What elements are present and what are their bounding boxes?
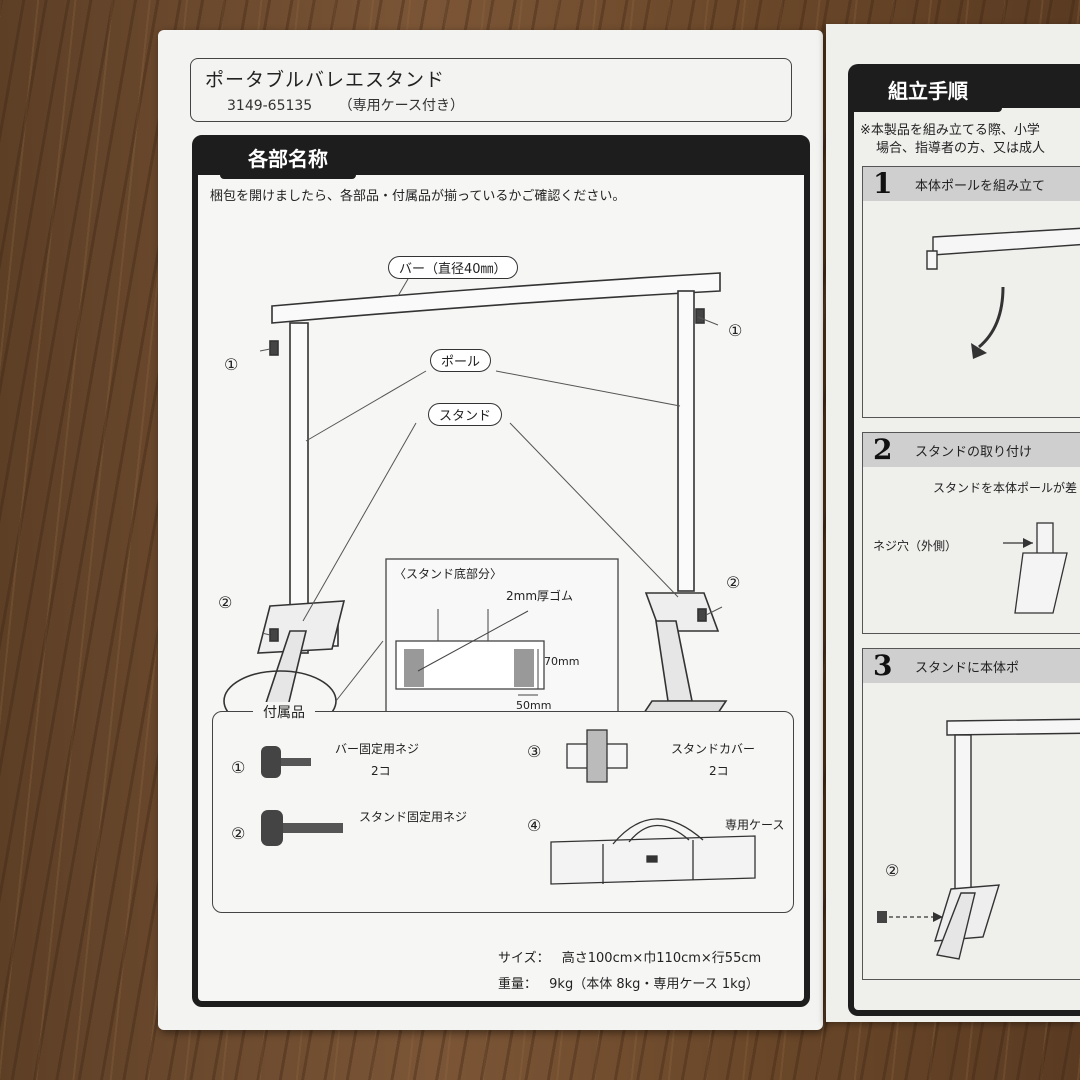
assembly-step-1: 1 本体ポールを組み立て (862, 166, 1080, 418)
detail-rubber-label: 2mm厚ゴム (506, 589, 574, 603)
step-2-text: スタンドの取り付け (915, 445, 1033, 460)
spec-weight-label: 重量： (498, 977, 538, 992)
step-1-bar (863, 167, 1080, 201)
accessories-box: 付属品 ① バー固定用ネジ 2コ ② スタンド固定用ネジ ③ スタンドカバ (212, 702, 794, 913)
callout-one-left: ① (224, 355, 239, 374)
step-3-number: 3 (873, 649, 893, 682)
detail-title: 〈スタンド底部分〉 (394, 567, 503, 581)
product-code: 3149-65135 (227, 98, 313, 114)
detail-height-label: 70mm (544, 655, 580, 668)
acc-item-4-num: ④ (527, 816, 542, 835)
parts-intro-text: 梱包を開けましたら、各部品・付属品が揃っているかご確認ください。 (210, 189, 626, 204)
detail-width-label: 50mm (516, 699, 552, 712)
parts-section: 各部名称 梱包を開けましたら、各部品・付属品が揃っているかご確認ください。 (192, 135, 810, 1007)
step-2-desc: スタンドを本体ポールが差 (933, 481, 1078, 495)
acc-item-2-num: ② (231, 824, 246, 843)
assembly-note: ※本製品を組み立てる際、小学 場合、指導者の方、又は成人 (860, 122, 1045, 158)
step-2-hole-label: ネジ穴（外側） (873, 539, 958, 553)
product-title-box: ポータブルバレエスタンド 3149-65135 （専用ケース付き） (190, 58, 792, 122)
product-case-note: （専用ケース付き） (338, 98, 464, 114)
parts-section-heading: 各部名称 (220, 141, 356, 179)
spec-size-label: サイズ： (498, 951, 550, 966)
stand-cover-icon (566, 729, 628, 783)
callout-two-right: ② (726, 573, 741, 592)
assembly-note-line2: 場合、指導者の方、又は成人 (876, 141, 1046, 156)
step-3-illustration (877, 718, 1080, 960)
assembly-note-line1: ※本製品を組み立てる際、小学 (860, 123, 1040, 138)
step-2-number: 2 (873, 433, 893, 466)
step-1-illustration (926, 227, 1080, 359)
step-3-bar (863, 649, 1080, 683)
assembly-heading: 組立手順 (854, 70, 1002, 112)
step-3-callout-two: ② (885, 861, 900, 880)
acc-item-4-name: 専用ケース (725, 818, 785, 832)
spec-size: サイズ： 高さ100cm×巾110cm×行55cm (498, 947, 761, 966)
acc-item-3-num: ③ (527, 742, 542, 761)
step-2-bar (863, 433, 1080, 467)
acc-item-1-qty: 2コ (371, 764, 391, 778)
instruction-sheet-right: 組立手順 ※本製品を組み立てる際、小学 場合、指導者の方、又は成人 1 本体ポー… (826, 24, 1080, 1022)
acc-item-2-name: スタンド固定用ネジ (359, 810, 468, 824)
callout-two-left: ② (218, 593, 233, 612)
step-3-text: スタンドに本体ポ (915, 661, 1020, 676)
spec-weight: 重量： 9kg（本体 8kg・専用ケース 1kg） (498, 973, 759, 992)
spec-weight-value: 9kg（本体 8kg・専用ケース 1kg） (549, 977, 759, 992)
product-title: ポータブルバレエスタンド (205, 69, 446, 91)
instruction-sheet-left: ポータブルバレエスタンド 3149-65135 （専用ケース付き） 各部名称 梱… (158, 30, 823, 1030)
assembly-section: 組立手順 ※本製品を組み立てる際、小学 場合、指導者の方、又は成人 1 本体ポー… (848, 64, 1080, 1016)
carry-case-icon (550, 818, 756, 885)
acc-item-3-qty: 2コ (709, 764, 729, 778)
bar-label: バー（直径40㎜） (388, 256, 518, 279)
acc-item-3-name: スタンドカバー (671, 742, 756, 756)
step-1-text: 本体ポールを組み立て (915, 179, 1046, 194)
pole-label: ポール (430, 349, 492, 372)
step-1-number: 1 (873, 167, 893, 200)
assembly-step-3: 3 スタンドに本体ポ ② (862, 648, 1080, 980)
bar-screw-icon (261, 746, 311, 778)
callout-one-right: ① (728, 321, 743, 340)
acc-item-1-num: ① (231, 758, 246, 777)
spec-size-value: 高さ100cm×巾110cm×行55cm (561, 951, 762, 966)
acc-item-1-name: バー固定用ネジ (335, 742, 420, 756)
assembly-step-2: 2 スタンドの取り付け スタンドを本体ポールが差 ネジ穴（外側） (862, 432, 1080, 634)
product-code-line: 3149-65135 （専用ケース付き） (227, 95, 464, 115)
stand-label: スタンド (428, 403, 503, 426)
step-2-illustration (1003, 522, 1068, 614)
accessories-title: 付属品 (253, 702, 315, 722)
stand-screw-icon (261, 810, 343, 846)
